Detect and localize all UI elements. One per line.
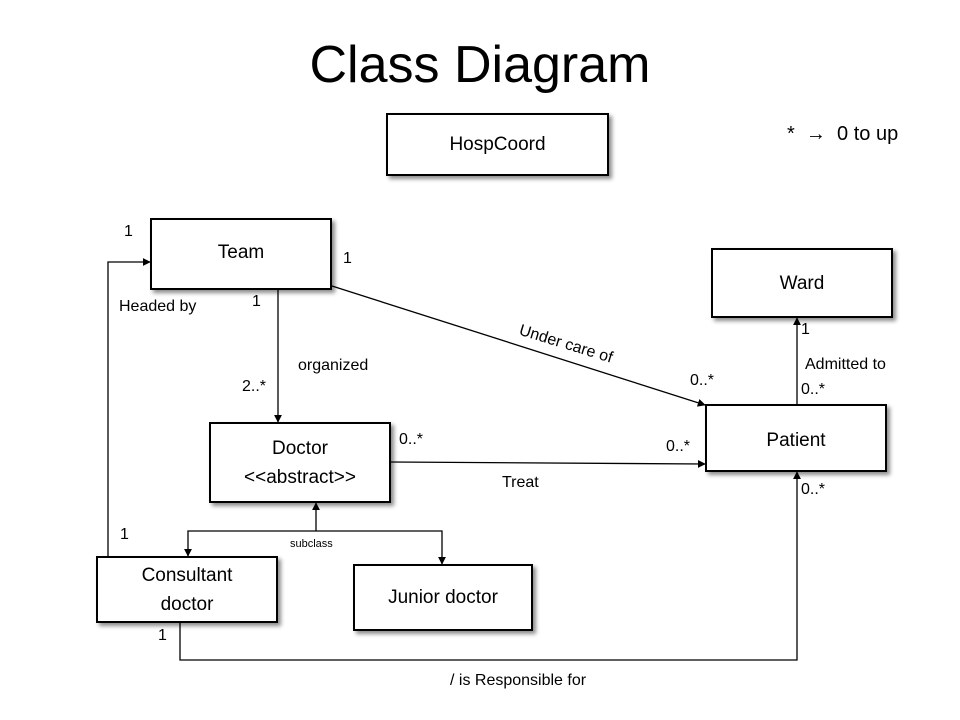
multiplicity-consultant-responsible: 1 — [158, 627, 167, 644]
label-admitted-to: Admitted to — [805, 356, 886, 373]
class-team[interactable]: Team — [150, 218, 332, 290]
class-junior-doctor[interactable]: Junior doctor — [353, 564, 533, 631]
class-name: Patient — [766, 430, 826, 451]
label-treat: Treat — [502, 474, 539, 491]
class-consultant-doctor[interactable]: Consultant doctor — [96, 556, 278, 623]
class-name: Team — [217, 242, 265, 263]
multiplicity-patient-treat: 0..* — [666, 438, 691, 455]
label-responsible: / is Responsible for — [450, 672, 587, 689]
multiplicity-doctor-treat: 0..* — [399, 431, 424, 448]
multiplicity-patient-responsible: 0..* — [801, 481, 826, 498]
under-care-of-connector — [331, 285, 706, 407]
class-doctor[interactable]: Doctor <<abstract>> — [209, 422, 391, 503]
class-patient[interactable]: Patient — [705, 404, 887, 472]
class-name: Doctor — [272, 437, 328, 459]
multiplicity-team-organized: 1 — [252, 293, 261, 310]
legend-symbol: * — [787, 123, 795, 145]
multiplicity-patient-admitted: 0..* — [801, 381, 826, 398]
multiplicity-patient-under-care: 0..* — [690, 372, 715, 389]
legend-meaning: 0 to up — [837, 123, 899, 145]
multiplicity-consultant-headed: 1 — [120, 526, 129, 543]
class-stereotype: <<abstract>> — [244, 466, 356, 488]
multiplicity-team-headed: 1 — [124, 223, 133, 240]
multiplicity-team-under-care: 1 — [343, 250, 352, 267]
page-title: Class Diagram — [309, 36, 651, 94]
class-name: Consultant — [141, 564, 233, 586]
label-organized: organized — [298, 357, 369, 374]
right-arrow-icon: → — [800, 123, 832, 145]
label-headed-by: Headed by — [119, 298, 197, 315]
label-subclass: subclass — [290, 538, 333, 550]
class-name: Ward — [779, 272, 825, 294]
headed-by-connector — [107, 258, 151, 556]
treat-connector — [390, 459, 706, 468]
class-name: Junior doctor — [388, 587, 498, 608]
multiplicity-legend: * → 0 to up — [787, 121, 898, 147]
class-ward[interactable]: Ward — [711, 248, 893, 318]
class-name-line2: doctor — [160, 593, 214, 615]
multiplicity-ward-admitted: 1 — [801, 321, 810, 338]
subclass-connector — [184, 530, 446, 565]
class-name: HospCoord — [449, 134, 546, 155]
multiplicity-doctor-organized: 2..* — [242, 378, 267, 395]
responsible-connector — [179, 471, 801, 661]
class-hospcoord[interactable]: HospCoord — [386, 113, 609, 176]
